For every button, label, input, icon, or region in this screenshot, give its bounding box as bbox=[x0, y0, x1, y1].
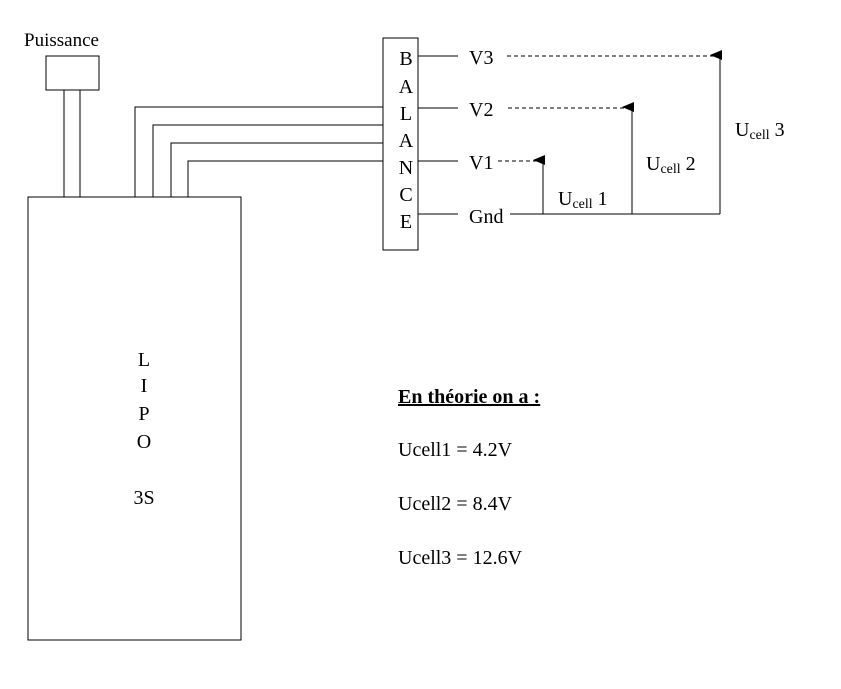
balance-letter-e: E bbox=[399, 211, 413, 233]
balance-wire-2 bbox=[152, 124, 383, 197]
battery-letter-i: I bbox=[140, 375, 148, 397]
ucell1-label: Ucell 1 bbox=[558, 189, 608, 212]
balance-letter-l: L bbox=[399, 103, 413, 125]
battery-config: 3S bbox=[133, 487, 155, 509]
balance-connector-box bbox=[382, 37, 419, 251]
balance-wire-4 bbox=[187, 160, 383, 197]
ucell2-base: U bbox=[646, 153, 661, 175]
ucell1-num: 1 bbox=[597, 188, 608, 210]
battery-letter-l: L bbox=[137, 349, 151, 371]
pin-label-gnd: Gnd bbox=[469, 206, 504, 228]
equation-ucell1: Ucell1 = 4.2V bbox=[398, 439, 513, 461]
battery-letter-p: P bbox=[138, 403, 150, 425]
balance-letter-n: N bbox=[398, 157, 414, 179]
ucell3-base: U bbox=[735, 119, 750, 141]
power-label: Puissance bbox=[24, 30, 99, 51]
ucell2-sub: cell bbox=[660, 162, 681, 177]
balance-letter-a2: A bbox=[398, 130, 414, 152]
battery-letter-o: O bbox=[136, 431, 152, 453]
balance-letter-c: C bbox=[399, 184, 413, 206]
ucell1-base: U bbox=[558, 188, 573, 210]
ucell3-label: Ucell 3 bbox=[735, 120, 785, 143]
ucell1-sub: cell bbox=[572, 197, 593, 212]
ucell3-sub: cell bbox=[749, 128, 770, 143]
pin-label-v3: V3 bbox=[469, 47, 494, 69]
equation-ucell3: Ucell3 = 12.6V bbox=[398, 547, 523, 569]
ucell2-label: Ucell 2 bbox=[646, 154, 696, 177]
power-connector-box bbox=[45, 55, 100, 91]
balance-wire-3 bbox=[170, 142, 383, 197]
balance-letter-a1: A bbox=[398, 76, 414, 98]
balance-wire-1 bbox=[134, 106, 383, 197]
equation-ucell2: Ucell2 = 8.4V bbox=[398, 493, 513, 515]
theory-title: En théorie on a : bbox=[398, 386, 541, 408]
ucell3-num: 3 bbox=[774, 119, 785, 141]
balance-letter-b: B bbox=[399, 48, 413, 70]
pin-label-v2: V2 bbox=[469, 99, 494, 121]
pin-label-v1: V1 bbox=[469, 152, 494, 174]
ucell2-num: 2 bbox=[685, 153, 696, 175]
